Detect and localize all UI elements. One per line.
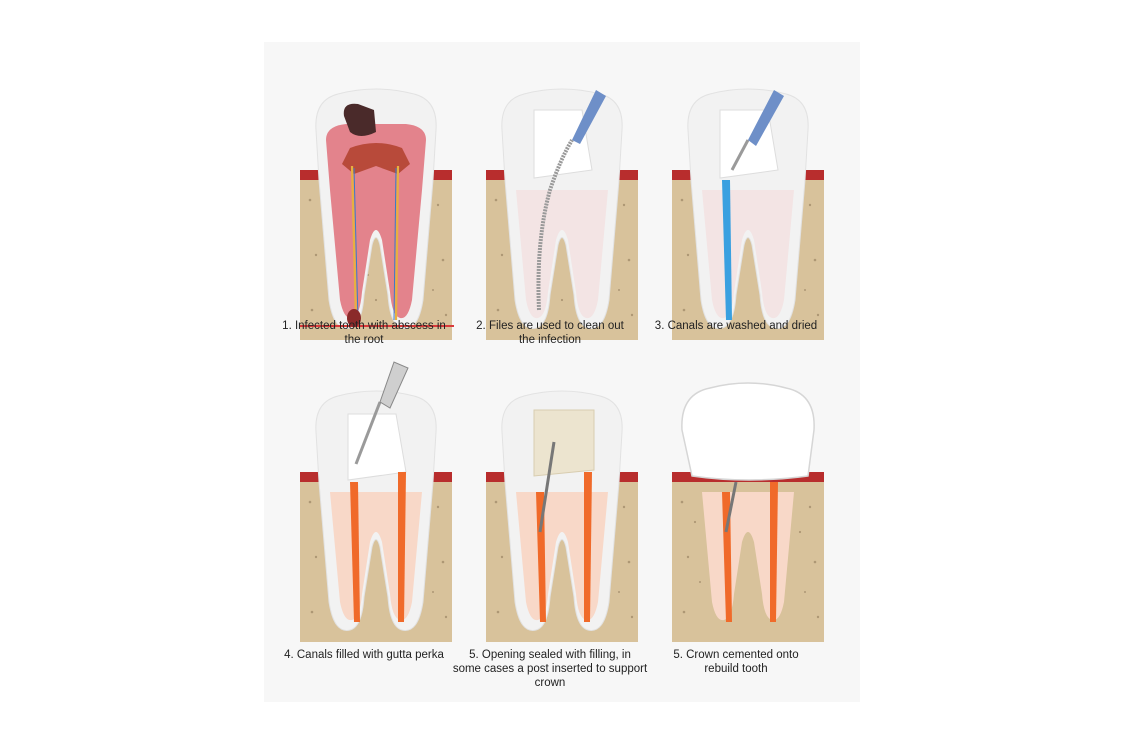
step-3-caption: 3. Canals are washed and dried (654, 320, 818, 332)
step-2-caption: 2. Files are used to clean out the infec… (476, 320, 624, 346)
step-5-caption: 5. Opening sealed with filling, in some … (452, 649, 648, 689)
panel-crown-cemented (670, 352, 830, 642)
files-cleaning-illustration (486, 88, 638, 340)
panel-infected-tooth (298, 70, 458, 340)
panel-files-clean (484, 70, 644, 340)
opening-sealed-illustration (486, 390, 638, 642)
step-1-caption: 1. Infected tooth with abscess in the ro… (282, 320, 446, 346)
panel-canals-filled (298, 352, 458, 642)
step-4-caption: 4. Canals filled with gutta perka (284, 649, 444, 661)
canals-filled-illustration (300, 361, 452, 642)
infected-tooth-illustration (300, 88, 454, 340)
crown-cemented-illustration (672, 382, 824, 642)
canals-washed-illustration (672, 88, 824, 340)
panel-canals-washed (670, 70, 830, 340)
diagram-sheet: 1. Infected tooth with abscess in the ro… (264, 42, 860, 702)
step-6-caption: 5. Crown cemented onto rebuild tooth (673, 649, 799, 675)
panel-opening-sealed (484, 352, 644, 642)
